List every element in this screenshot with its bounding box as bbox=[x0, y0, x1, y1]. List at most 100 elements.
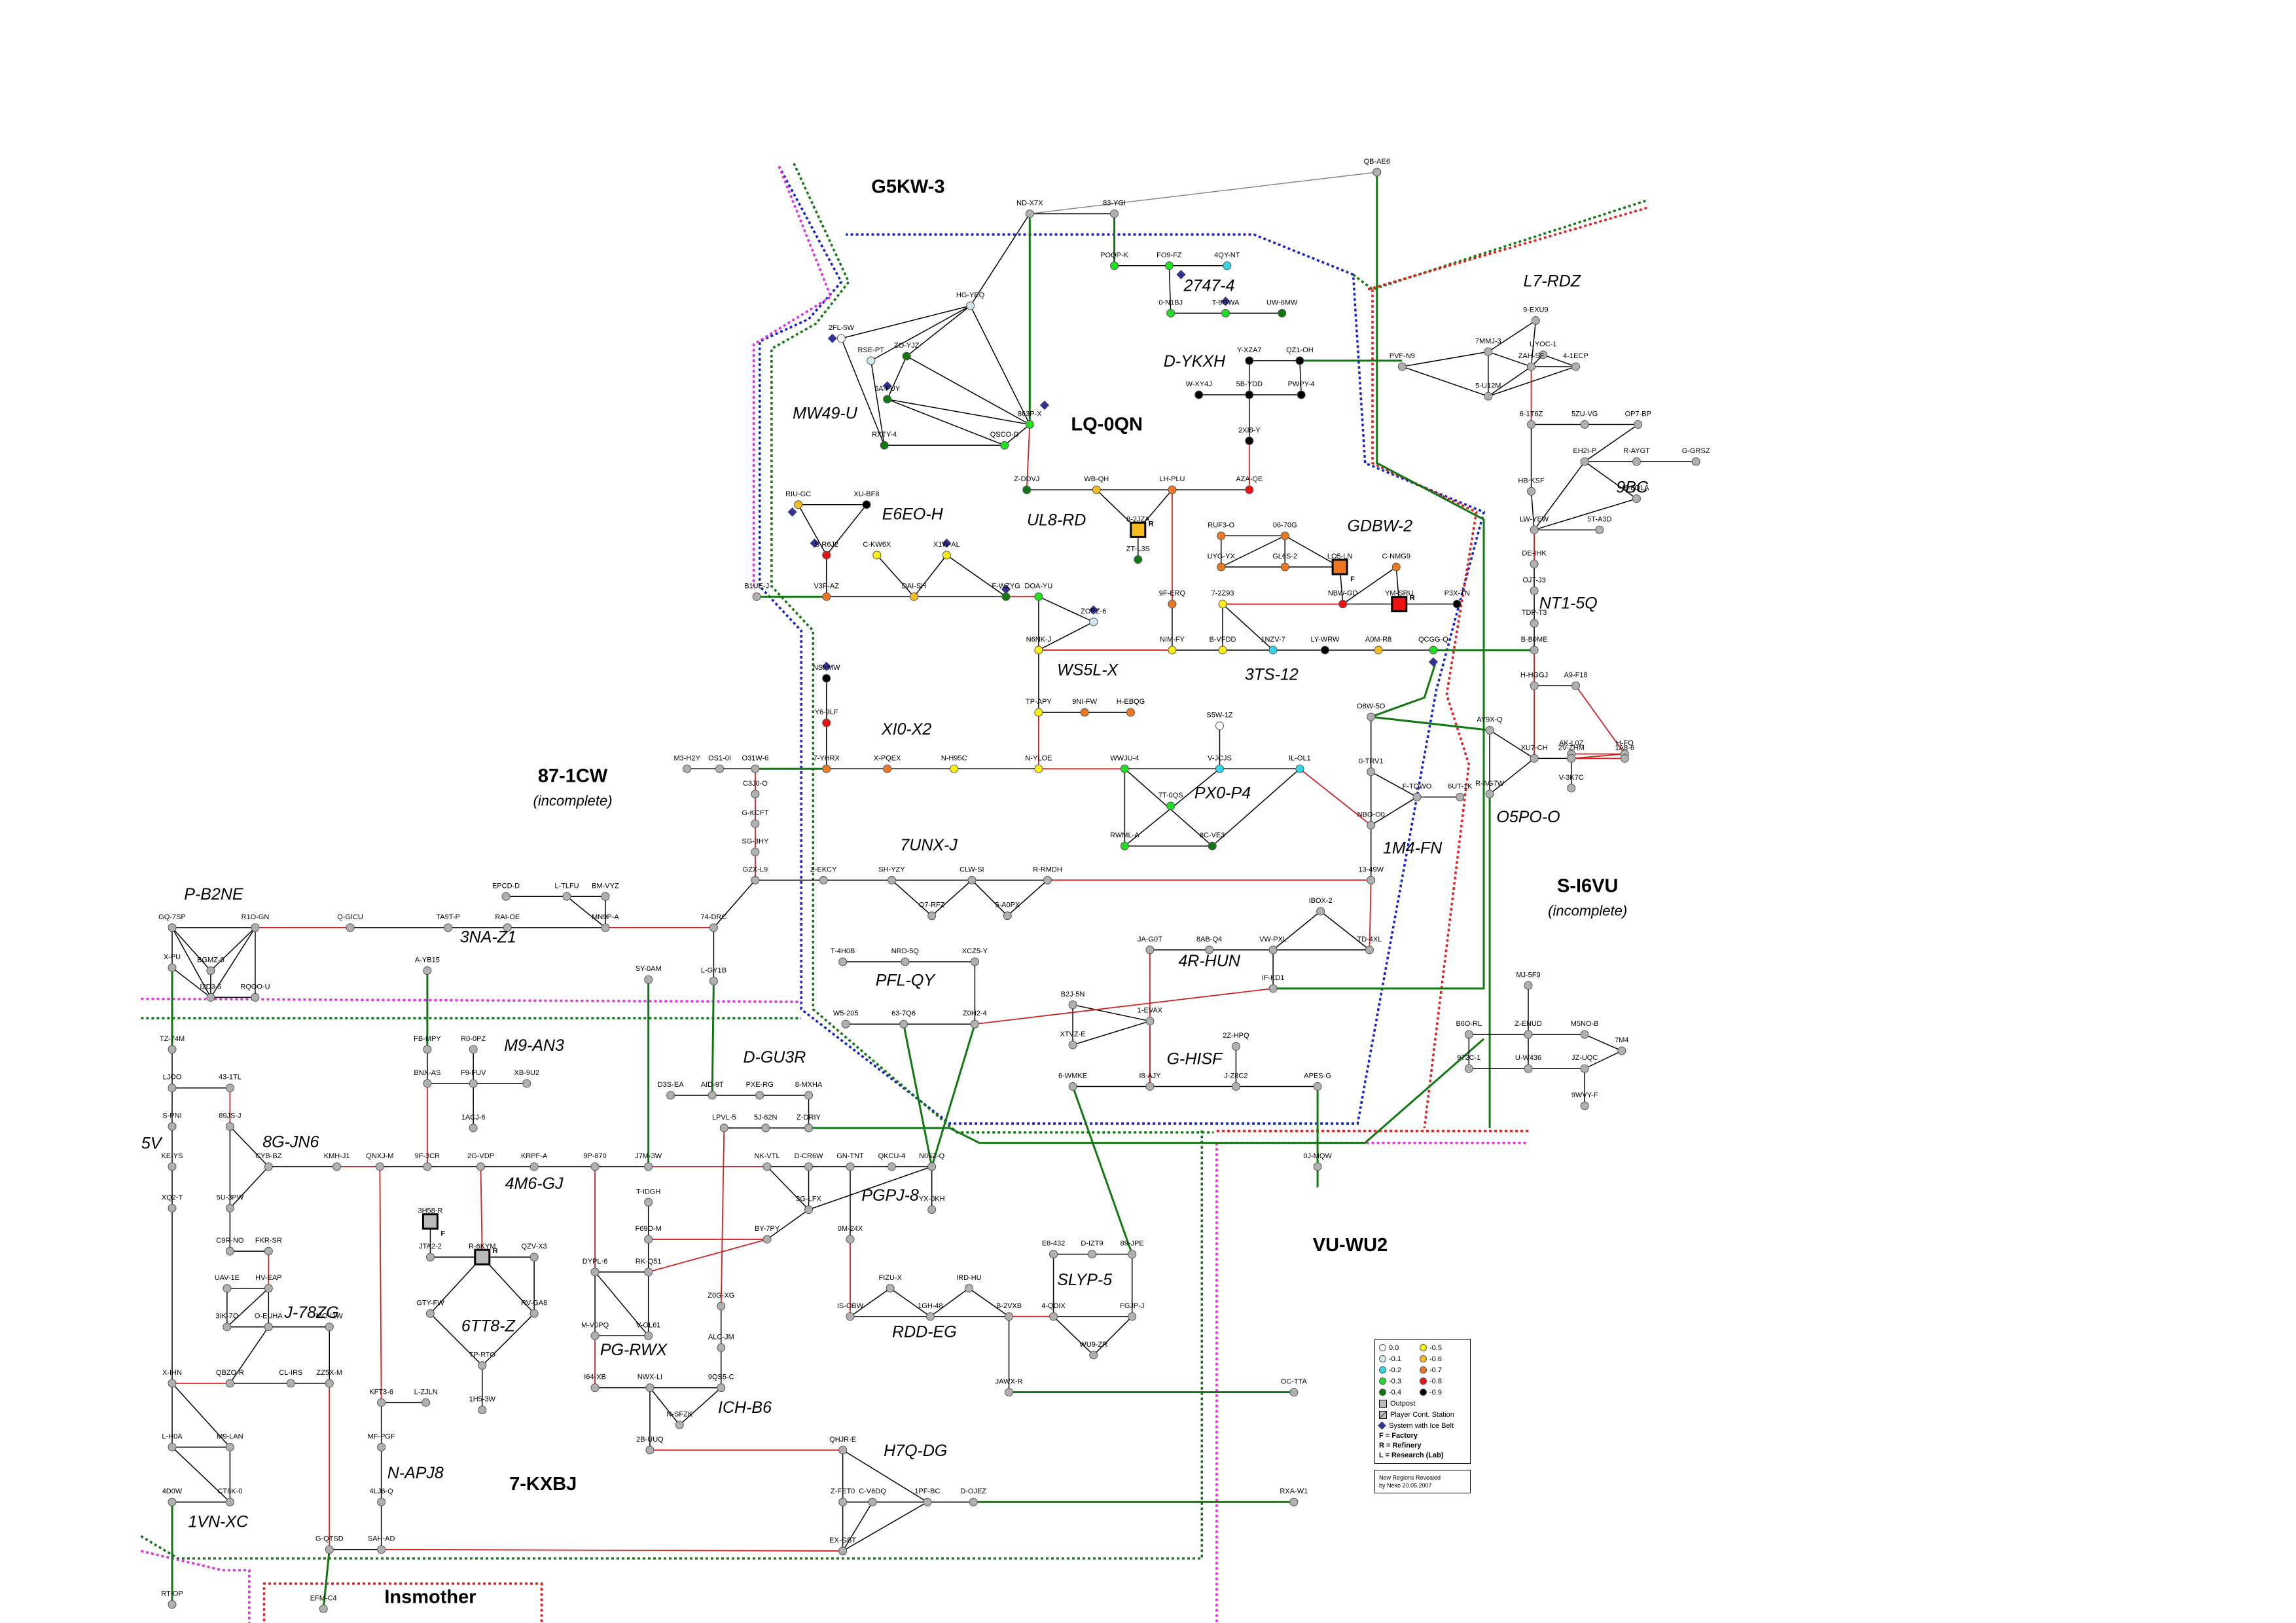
system-node[interactable] bbox=[168, 1379, 177, 1388]
system-node[interactable] bbox=[423, 1045, 432, 1054]
system-node[interactable] bbox=[1245, 390, 1254, 399]
outpost-station[interactable] bbox=[474, 1249, 491, 1266]
system-node[interactable] bbox=[319, 1604, 328, 1613]
system-node[interactable] bbox=[1391, 562, 1401, 572]
system-node[interactable] bbox=[942, 551, 951, 560]
system-node[interactable] bbox=[264, 1322, 273, 1332]
system-node[interactable] bbox=[1620, 754, 1629, 763]
system-node[interactable] bbox=[1000, 441, 1009, 450]
system-node[interactable] bbox=[1049, 1312, 1058, 1321]
system-node[interactable] bbox=[1634, 420, 1643, 429]
system-node[interactable] bbox=[899, 1019, 908, 1029]
system-node[interactable] bbox=[264, 1284, 273, 1293]
system-node[interactable] bbox=[1485, 790, 1494, 799]
system-node[interactable] bbox=[1034, 592, 1043, 601]
system-node[interactable] bbox=[168, 923, 177, 932]
system-node[interactable] bbox=[1580, 1030, 1589, 1039]
system-node[interactable] bbox=[1485, 725, 1494, 735]
system-node[interactable] bbox=[644, 1331, 653, 1340]
system-node[interactable] bbox=[1217, 562, 1226, 572]
system-node[interactable] bbox=[1429, 646, 1438, 655]
system-node[interactable] bbox=[225, 1084, 234, 1093]
system-node[interactable] bbox=[794, 500, 803, 509]
system-node[interactable] bbox=[755, 1091, 764, 1100]
system-node[interactable] bbox=[709, 976, 718, 985]
system-node[interactable] bbox=[751, 764, 760, 773]
system-node[interactable] bbox=[1412, 792, 1422, 801]
system-node[interactable] bbox=[1365, 945, 1374, 955]
system-node[interactable] bbox=[1632, 494, 1641, 503]
system-node[interactable] bbox=[1530, 559, 1539, 568]
system-node[interactable] bbox=[804, 1162, 814, 1171]
system-node[interactable] bbox=[168, 1122, 177, 1131]
system-node[interactable] bbox=[1527, 420, 1536, 429]
system-node[interactable] bbox=[846, 1312, 855, 1321]
system-node[interactable] bbox=[1571, 362, 1581, 371]
system-node[interactable] bbox=[469, 1045, 478, 1054]
system-node[interactable] bbox=[1530, 619, 1539, 628]
system-node[interactable] bbox=[967, 875, 977, 884]
system-node[interactable] bbox=[1089, 1351, 1098, 1360]
system-node[interactable] bbox=[841, 1019, 850, 1029]
system-node[interactable] bbox=[822, 551, 831, 560]
system-node[interactable] bbox=[1145, 1017, 1155, 1026]
outpost-station[interactable] bbox=[1130, 521, 1147, 538]
system-node[interactable] bbox=[1168, 600, 1177, 609]
system-node[interactable] bbox=[168, 1442, 177, 1451]
system-node[interactable] bbox=[206, 993, 215, 1002]
system-node[interactable] bbox=[1049, 1250, 1058, 1259]
outpost-station[interactable] bbox=[1391, 596, 1408, 613]
system-node[interactable] bbox=[590, 1331, 600, 1340]
system-node[interactable] bbox=[1168, 485, 1177, 494]
system-node[interactable] bbox=[1168, 646, 1177, 655]
system-node[interactable] bbox=[887, 875, 896, 884]
system-node[interactable] bbox=[1316, 907, 1325, 916]
system-node[interactable] bbox=[1003, 911, 1012, 921]
system-node[interactable] bbox=[422, 1398, 431, 1407]
system-node[interactable] bbox=[225, 1247, 234, 1256]
system-node[interactable] bbox=[1089, 617, 1098, 627]
system-node[interactable] bbox=[223, 1284, 232, 1293]
system-node[interactable] bbox=[838, 1497, 848, 1506]
system-node[interactable] bbox=[1164, 261, 1174, 270]
system-node[interactable] bbox=[1580, 457, 1589, 466]
system-node[interactable] bbox=[1527, 486, 1536, 496]
system-node[interactable] bbox=[1245, 356, 1254, 365]
system-node[interactable] bbox=[751, 790, 760, 799]
system-node[interactable] bbox=[1080, 708, 1089, 717]
system-node[interactable] bbox=[1134, 555, 1143, 564]
outpost-station[interactable] bbox=[422, 1213, 439, 1230]
system-node[interactable] bbox=[1372, 168, 1382, 177]
system-node[interactable] bbox=[1484, 392, 1493, 401]
system-node[interactable] bbox=[1092, 485, 1101, 494]
system-node[interactable] bbox=[761, 1123, 770, 1133]
system-node[interactable] bbox=[168, 1600, 177, 1609]
system-node[interactable] bbox=[970, 1019, 979, 1029]
system-node[interactable] bbox=[762, 1162, 772, 1171]
system-node[interactable] bbox=[1001, 592, 1011, 601]
system-node[interactable] bbox=[1367, 820, 1376, 830]
system-node[interactable] bbox=[1208, 841, 1217, 850]
system-node[interactable] bbox=[822, 718, 831, 727]
system-node[interactable] bbox=[375, 1162, 384, 1171]
system-node[interactable] bbox=[717, 1302, 726, 1311]
system-node[interactable] bbox=[325, 1379, 334, 1388]
system-node[interactable] bbox=[1524, 981, 1533, 990]
system-node[interactable] bbox=[822, 764, 831, 773]
system-node[interactable] bbox=[1278, 308, 1287, 318]
system-node[interactable] bbox=[902, 352, 911, 361]
system-node[interactable] bbox=[251, 923, 260, 932]
system-node[interactable] bbox=[168, 1084, 177, 1093]
system-node[interactable] bbox=[1367, 875, 1376, 884]
system-node[interactable] bbox=[1110, 209, 1119, 218]
system-node[interactable] bbox=[469, 1079, 478, 1088]
system-node[interactable] bbox=[1145, 1082, 1155, 1091]
system-node[interactable] bbox=[644, 975, 653, 984]
system-node[interactable] bbox=[225, 1203, 234, 1213]
system-node[interactable] bbox=[425, 1252, 435, 1262]
system-node[interactable] bbox=[950, 764, 959, 773]
system-node[interactable] bbox=[1218, 600, 1227, 609]
system-node[interactable] bbox=[325, 1545, 334, 1554]
system-node[interactable] bbox=[444, 923, 453, 932]
system-node[interactable] bbox=[1194, 390, 1204, 399]
